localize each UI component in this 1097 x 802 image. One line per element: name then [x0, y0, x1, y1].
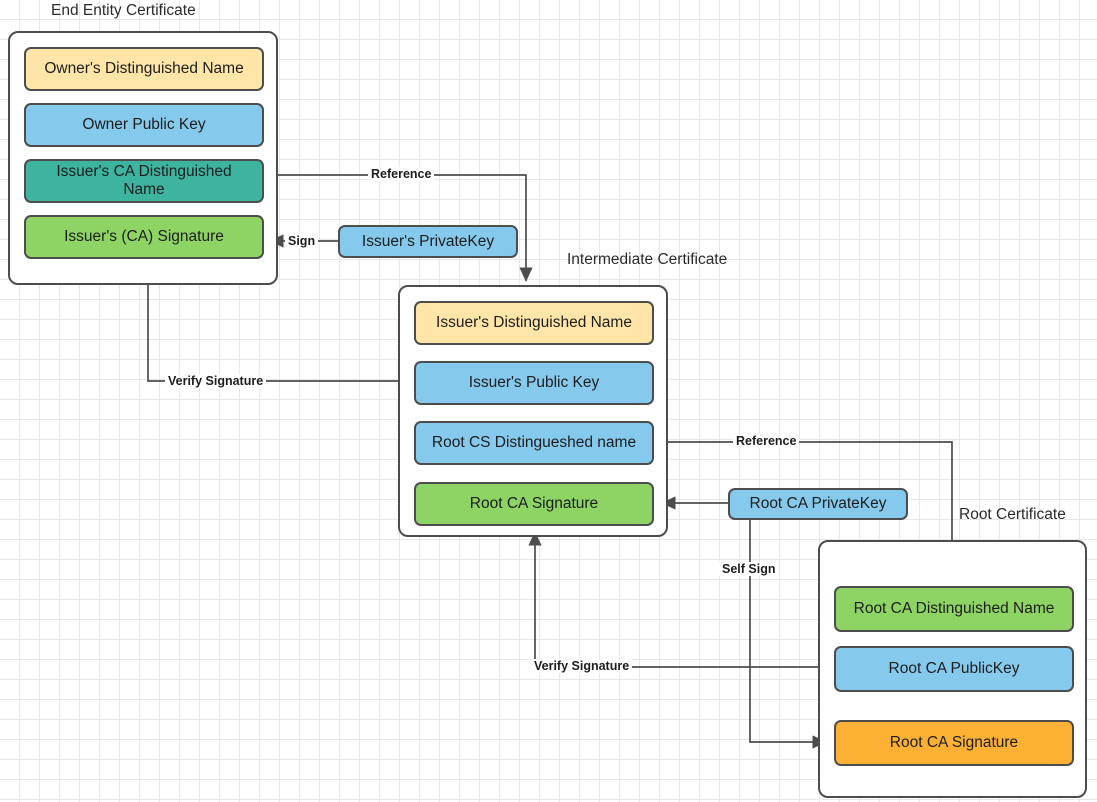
field-owner-public-key[interactable]: Owner Public Key [24, 103, 264, 147]
field-root-ca-distinguished-name[interactable]: Root CA Distinguished Name [834, 586, 1074, 632]
field-root-ca-publickey[interactable]: Root CA PublicKey [834, 646, 1074, 692]
field-issuers-ca-distinguished-name[interactable]: Issuer's CA Distinguished Name [24, 159, 264, 203]
field-issuers-distinguished-name[interactable]: Issuer's Distinguished Name [414, 301, 654, 345]
edge-label-reference-bottom: Reference [733, 434, 800, 448]
title-root-certificate: Root Certificate [959, 506, 1066, 523]
field-root-ca-signature-intermediate[interactable]: Root CA Signature [414, 482, 654, 526]
edge-label-verify-signature-top: Verify Signature [165, 374, 267, 388]
field-issuers-ca-signature[interactable]: Issuer's (CA) Signature [24, 215, 264, 259]
field-root-cs-distingueshed-name[interactable]: Root CS Distingueshed name [414, 421, 654, 465]
title-end-entity-certificate: End Entity Certificate [51, 2, 196, 19]
wire-verify-signature-bottom [528, 531, 832, 668]
box-root-ca-privatekey[interactable]: Root CA PrivateKey [728, 488, 908, 520]
intermediate-certificate-frame: Issuer's Distinguished Name Issuer's Pub… [398, 285, 668, 537]
edge-label-sign: Sign [285, 234, 319, 248]
wire-self-sign [749, 520, 827, 749]
field-issuers-public-key[interactable]: Issuer's Public Key [414, 361, 654, 405]
edge-label-reference-top: Reference [368, 167, 435, 181]
title-intermediate-certificate: Intermediate Certificate [567, 251, 728, 268]
root-certificate-frame: Root CA Distinguished Name Root CA Publi… [818, 540, 1087, 798]
end-entity-certificate-frame: Owner's Distinguished Name Owner Public … [8, 31, 278, 285]
field-owners-distinguished-name[interactable]: Owner's Distinguished Name [24, 47, 264, 91]
edge-label-self-sign: Self Sign [719, 562, 779, 576]
edge-label-verify-signature-bottom: Verify Signature [531, 659, 633, 673]
field-root-ca-signature-root[interactable]: Root CA Signature [834, 720, 1074, 766]
box-issuers-privatekey[interactable]: Issuer's PrivateKey [338, 225, 518, 258]
